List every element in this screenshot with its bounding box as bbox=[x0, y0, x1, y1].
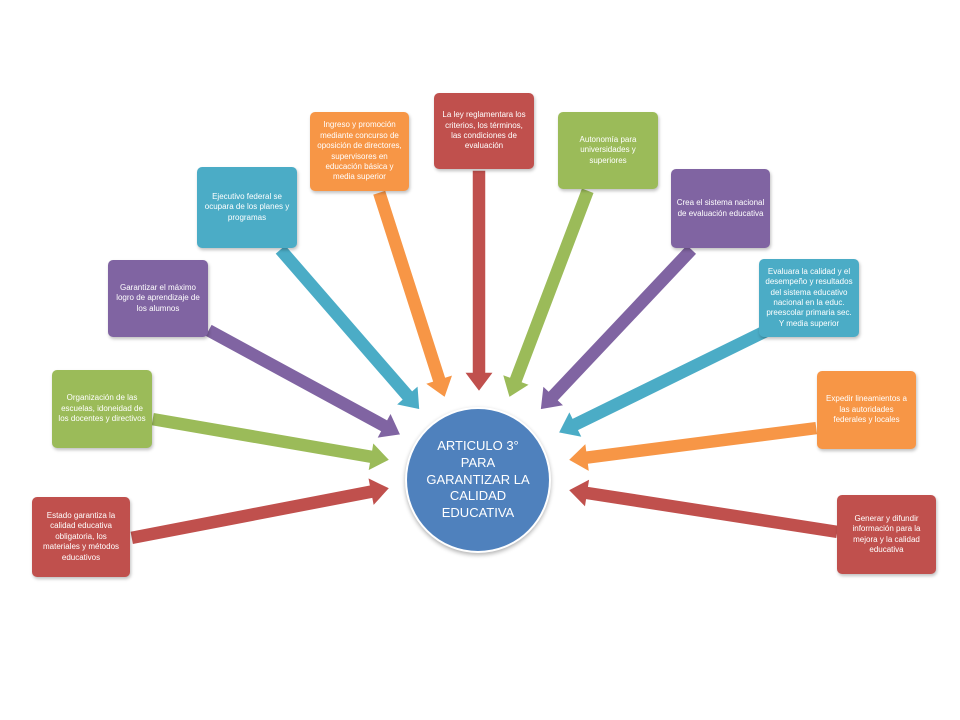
node-text-3: Garantizar el máximo logro de aprendizaj… bbox=[116, 282, 200, 313]
arrow-3 bbox=[203, 322, 403, 440]
node-text-10: Expedir lineamientos a las autoridades f… bbox=[826, 394, 907, 425]
node-box-8: Crea el sistema nacional de evaluación e… bbox=[671, 169, 770, 248]
arrow-2 bbox=[149, 411, 392, 473]
node-text-2: Organización de las escuelas, idoneidad … bbox=[58, 393, 146, 424]
arrows-layer bbox=[128, 169, 840, 546]
node-text-6: La ley reglamentara los criterios, los t… bbox=[442, 110, 526, 151]
node-text-8: Crea el sistema nacional de evaluación e… bbox=[676, 198, 765, 218]
node-text-7: Autonomía para universidades y superiore… bbox=[579, 134, 637, 165]
node-text-9: Evaluara la calidad y el desempeño y res… bbox=[765, 266, 853, 328]
arrow-1 bbox=[128, 475, 392, 546]
node-box-9: Evaluara la calidad y el desempeño y res… bbox=[759, 259, 859, 337]
arrow-8 bbox=[539, 243, 699, 411]
arrow-11 bbox=[566, 476, 840, 540]
node-box-2: Organización de las escuelas, idoneidad … bbox=[52, 370, 152, 448]
arrow-4 bbox=[273, 243, 421, 411]
center-circle: ARTICULO 3° PARA GARANTIZAR LA CALIDAD E… bbox=[405, 407, 551, 553]
node-text-1: Estado garantiza la calidad educativa ob… bbox=[42, 511, 120, 562]
arrow-6 bbox=[462, 169, 496, 394]
node-box-1: Estado garantiza la calidad educativa ob… bbox=[32, 497, 130, 577]
arrow-10 bbox=[566, 420, 819, 474]
node-box-7: Autonomía para universidades y superiore… bbox=[558, 112, 658, 189]
arrow-7 bbox=[500, 186, 596, 400]
center-label: ARTICULO 3° PARA GARANTIZAR LA CALIDAD E… bbox=[426, 437, 530, 521]
node-text-4: Ejecutivo federal se ocupara de los plan… bbox=[204, 191, 290, 222]
node-text-11: Generar y difundir información para la m… bbox=[852, 513, 921, 554]
node-box-6: La ley reglamentara los criterios, los t… bbox=[434, 93, 534, 169]
node-box-10: Expedir lineamientos a las autoridades f… bbox=[817, 371, 916, 449]
node-box-5: Ingreso y promoción mediante concurso de… bbox=[310, 112, 409, 191]
node-box-3: Garantizar el máximo logro de aprendizaj… bbox=[108, 260, 208, 337]
node-text-5: Ingreso y promoción mediante concurso de… bbox=[317, 120, 402, 182]
arrow-9 bbox=[556, 322, 773, 439]
node-box-11: Generar y difundir información para la m… bbox=[837, 495, 936, 574]
arrow-5 bbox=[371, 188, 455, 400]
node-box-4: Ejecutivo federal se ocupara de los plan… bbox=[197, 167, 297, 248]
